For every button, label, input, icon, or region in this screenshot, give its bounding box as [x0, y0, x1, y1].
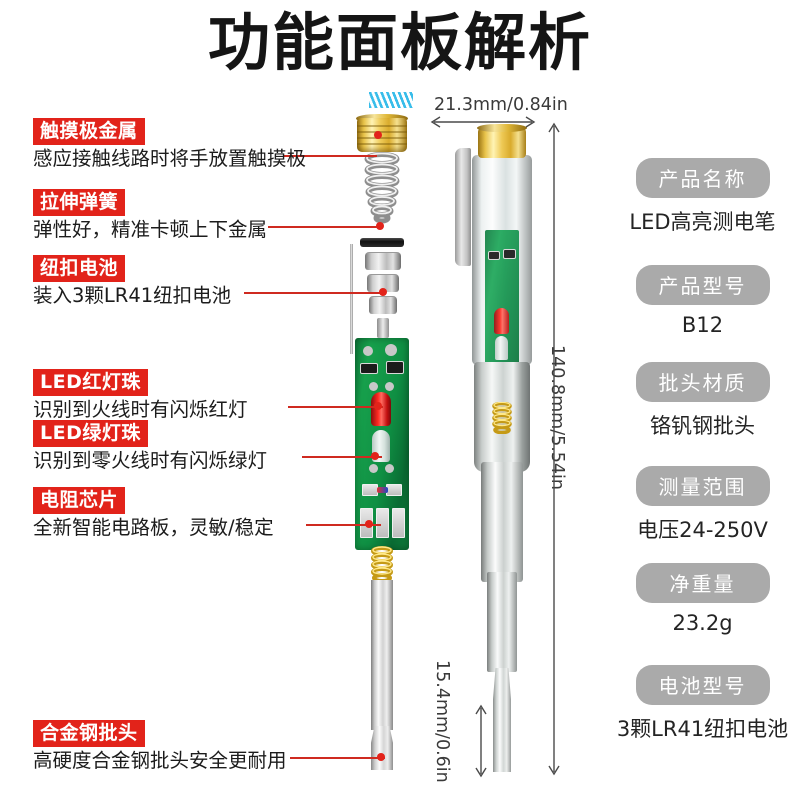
- pen-inner-led-red: [494, 308, 509, 334]
- callout-tag: LED红灯珠: [33, 369, 148, 397]
- callout-desc: 弹性好，精准卡顿上下金属: [33, 218, 268, 242]
- pocket-clip: [455, 148, 471, 266]
- callout-tag: 纽扣电池: [33, 255, 126, 283]
- spec-value: B12: [681, 313, 724, 337]
- spec-battery-model: 电池型号 3颗LR41纽扣电池: [615, 665, 790, 743]
- pen-neck: [487, 572, 517, 672]
- callout-resistor-chip: 电阻芯片 全新智能电路板，灵敏/稳定: [33, 487, 274, 539]
- black-insulator-band: [360, 238, 404, 247]
- spec-value: 23.2g: [672, 611, 733, 635]
- battery-contact-pin: [377, 318, 389, 338]
- spec-net-weight: 净重量 23.2g: [615, 563, 790, 635]
- spec-label: 产品型号: [635, 265, 770, 305]
- callout-tension-spring: 拉伸弹簧 弹性好，精准卡顿上下金属: [33, 189, 267, 241]
- spec-bit-material: 批头材质 铬钒钢批头: [615, 362, 790, 440]
- callout-desc: 识别到零火线时有闪烁绿灯: [33, 449, 268, 473]
- callout-desc: 感应接触线路时将手放置触摸极: [33, 147, 307, 171]
- pen-gold-cap: [478, 128, 526, 158]
- spec-measure-range: 测量范围 电压24-250V: [615, 466, 790, 544]
- steel-shaft: [371, 580, 393, 730]
- tip-arrow-icon: [475, 704, 487, 778]
- page-title: 功能面板解析: [207, 6, 592, 79]
- contact-wire: [350, 244, 353, 354]
- length-arrow-icon: [548, 122, 560, 776]
- callout-desc: 识别到火线时有闪烁红灯: [33, 398, 248, 422]
- pen-gold-cap-top: [477, 124, 527, 132]
- width-arrow-icon: [430, 116, 536, 128]
- callout-tag: LED绿灯珠: [33, 420, 148, 448]
- spec-label: 电池型号: [635, 665, 770, 705]
- spec-value: 铬钒钢批头: [650, 414, 755, 438]
- spec-label: 净重量: [635, 563, 770, 603]
- callout-touch-electrode: 触摸极金属 感应接触线路时将手放置触摸极: [33, 118, 306, 170]
- callout-button-cell: 纽扣电池 装入3颗LR41纽扣电池: [33, 255, 231, 307]
- spec-model: 产品型号 B12: [615, 265, 790, 337]
- spec-label: 测量范围: [635, 466, 770, 506]
- pen-screwdriver-tip: [493, 668, 511, 772]
- pen-mid-barrel: [481, 462, 523, 582]
- callout-led-red: LED红灯珠 识别到火线时有闪烁红灯: [33, 369, 248, 421]
- callout-tag: 拉伸弹簧: [33, 189, 126, 217]
- circuit-board: [355, 338, 409, 550]
- alloy-steel-bit: [371, 726, 393, 770]
- dimension-width-label: 21.3mm/0.84in: [434, 95, 568, 115]
- pen-inner-led-green: [495, 336, 508, 360]
- title-decoration-icon: [369, 92, 413, 108]
- touch-electrode-cap: [357, 118, 407, 152]
- callout-tag: 合金钢批头: [33, 720, 145, 748]
- pen-gold-coil: [492, 402, 512, 434]
- spec-value: 3颗LR41纽扣电池: [616, 717, 789, 741]
- callout-led-green: LED绿灯珠 识别到零火线时有闪烁绿灯: [33, 420, 267, 472]
- tension-spring: [364, 152, 400, 224]
- spec-product-name: 产品名称 LED高亮测电笔: [615, 158, 790, 236]
- callout-desc: 全新智能电路板，灵敏/稳定: [33, 516, 274, 540]
- spec-value: 电压24-250V: [637, 518, 768, 542]
- callout-desc: 装入3颗LR41纽扣电池: [33, 284, 232, 308]
- spec-value: LED高亮测电笔: [629, 210, 776, 234]
- led-red-lamp: [371, 392, 391, 426]
- callout-desc: 高硬度合金钢批头安全更耐用: [33, 749, 287, 773]
- callout-alloy-bit: 合金钢批头 高硬度合金钢批头安全更耐用: [33, 720, 287, 772]
- callout-tag: 触摸极金属: [33, 118, 145, 146]
- dimension-tip-label: 15.4mm/0.6in: [432, 660, 452, 783]
- callout-tag: 电阻芯片: [33, 487, 126, 515]
- spec-label: 批头材质: [635, 362, 770, 402]
- spec-label: 产品名称: [635, 158, 770, 198]
- gold-coil-spring: [371, 546, 393, 582]
